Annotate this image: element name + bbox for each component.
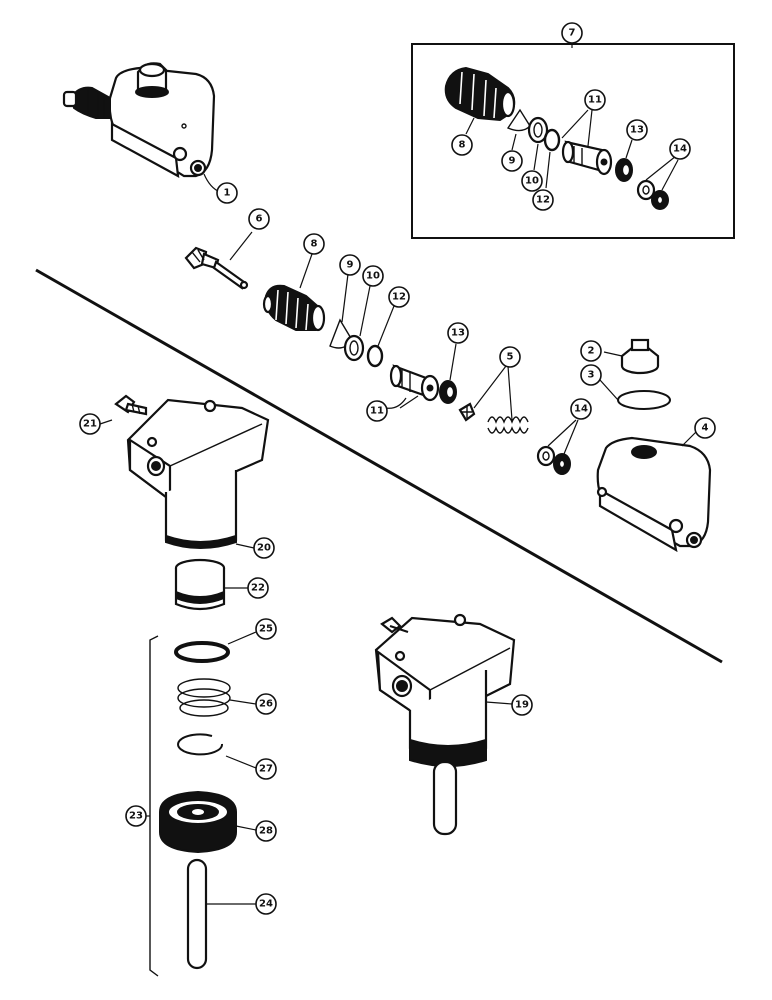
part-25-o-ring: [174, 641, 230, 663]
svg-text:8: 8: [311, 239, 318, 250]
callout-8: 8: [303, 233, 325, 255]
part-27-snap-ring: [177, 733, 224, 756]
part-28-seal: [159, 790, 237, 854]
svg-text:13: 13: [451, 328, 465, 339]
svg-text:14: 14: [574, 404, 588, 415]
svg-text:28: 28: [259, 826, 273, 837]
callout-22: 22: [247, 577, 269, 599]
part-1-master-cylinder-assembly: [62, 62, 216, 178]
part-20-slave-cylinder: [126, 398, 270, 549]
callout-11-kit: 11: [584, 89, 606, 111]
callout-28: 28: [255, 820, 277, 842]
callout-23: 23: [125, 805, 147, 827]
callout-24: 24: [255, 893, 277, 915]
svg-text:11: 11: [588, 95, 602, 106]
kit-part-11-piston: [561, 140, 613, 176]
callout-5: 5: [499, 346, 521, 368]
callout-1: 1: [216, 182, 238, 204]
separator-line: [35, 268, 723, 664]
part-4-cylinder-body: [596, 436, 712, 553]
part-24-push-rod: [186, 858, 208, 970]
callout-14: 14: [570, 398, 592, 420]
part-14-seal-set: [536, 445, 571, 475]
svg-text:2: 2: [588, 346, 595, 357]
svg-text:20: 20: [257, 543, 271, 554]
part-11-piston: [389, 364, 440, 402]
callout-14-kit: 14: [669, 138, 691, 160]
part-19-slave-cylinder-assembly: [374, 613, 516, 836]
kit-part-10-washer: [527, 116, 549, 144]
part-26-spring: [177, 678, 231, 717]
svg-text:21: 21: [83, 419, 97, 430]
kit-part-13-cup: [615, 158, 633, 182]
svg-text:26: 26: [259, 699, 273, 710]
callout-2: 2: [580, 340, 602, 362]
callout-11: 11: [366, 400, 388, 422]
svg-text:4: 4: [702, 423, 709, 434]
svg-text:12: 12: [536, 195, 550, 206]
kit-part-14-seal-set: [636, 179, 669, 210]
svg-text:10: 10: [525, 176, 539, 187]
callout-3: 3: [580, 364, 602, 386]
callout-12-kit: 12: [532, 189, 554, 211]
part-5-spring-retainer-set: [458, 402, 529, 434]
part-12-o-ring: [366, 344, 384, 368]
part-6-push-rod: [184, 246, 249, 290]
svg-text:14: 14: [673, 144, 687, 155]
callout-6: 6: [248, 208, 270, 230]
part-22-piston: [174, 558, 226, 611]
part-3-gasket: [617, 390, 671, 410]
svg-text:10: 10: [366, 271, 380, 282]
kit-part-12-o-ring: [543, 128, 561, 152]
part-13-cup: [439, 380, 457, 404]
svg-text:9: 9: [347, 260, 354, 271]
svg-text:3: 3: [588, 370, 595, 381]
svg-text:11: 11: [370, 406, 384, 417]
svg-text:22: 22: [251, 583, 265, 594]
svg-text:24: 24: [259, 899, 273, 910]
svg-text:25: 25: [259, 624, 273, 635]
callout-13-kit: 13: [626, 119, 648, 141]
callout-4: 4: [694, 417, 716, 439]
callout-9-kit: 9: [501, 150, 523, 172]
callout-8-kit: 8: [451, 134, 473, 156]
svg-text:9: 9: [509, 156, 516, 167]
callout-26: 26: [255, 693, 277, 715]
callout-7: 7: [561, 22, 583, 44]
part-2-filler-cap: [620, 338, 660, 375]
part-10-washer: [343, 334, 365, 362]
callout-10: 10: [362, 265, 384, 287]
svg-text:5: 5: [507, 352, 514, 363]
kit-23-bracket: [149, 635, 159, 977]
callout-13: 13: [447, 322, 469, 344]
svg-text:19: 19: [515, 700, 529, 711]
svg-text:23: 23: [129, 811, 143, 822]
svg-text:8: 8: [459, 140, 466, 151]
kit-inset-box: [411, 43, 735, 239]
svg-text:12: 12: [392, 292, 406, 303]
svg-text:6: 6: [256, 214, 263, 225]
callout-25: 25: [255, 618, 277, 640]
svg-text:27: 27: [259, 764, 273, 775]
svg-text:1: 1: [224, 188, 231, 199]
callout-19: 19: [511, 694, 533, 716]
callout-9: 9: [339, 254, 361, 276]
svg-text:7: 7: [569, 28, 576, 39]
callout-10-kit: 10: [521, 170, 543, 192]
callout-27: 27: [255, 758, 277, 780]
callout-20: 20: [253, 537, 275, 559]
callout-12: 12: [388, 286, 410, 308]
callout-21: 21: [79, 413, 101, 435]
part-8-boot: [262, 284, 326, 332]
part-21-bleeder-screw: [114, 394, 148, 416]
kit-part-8-boot: [444, 66, 516, 122]
svg-text:13: 13: [630, 125, 644, 136]
